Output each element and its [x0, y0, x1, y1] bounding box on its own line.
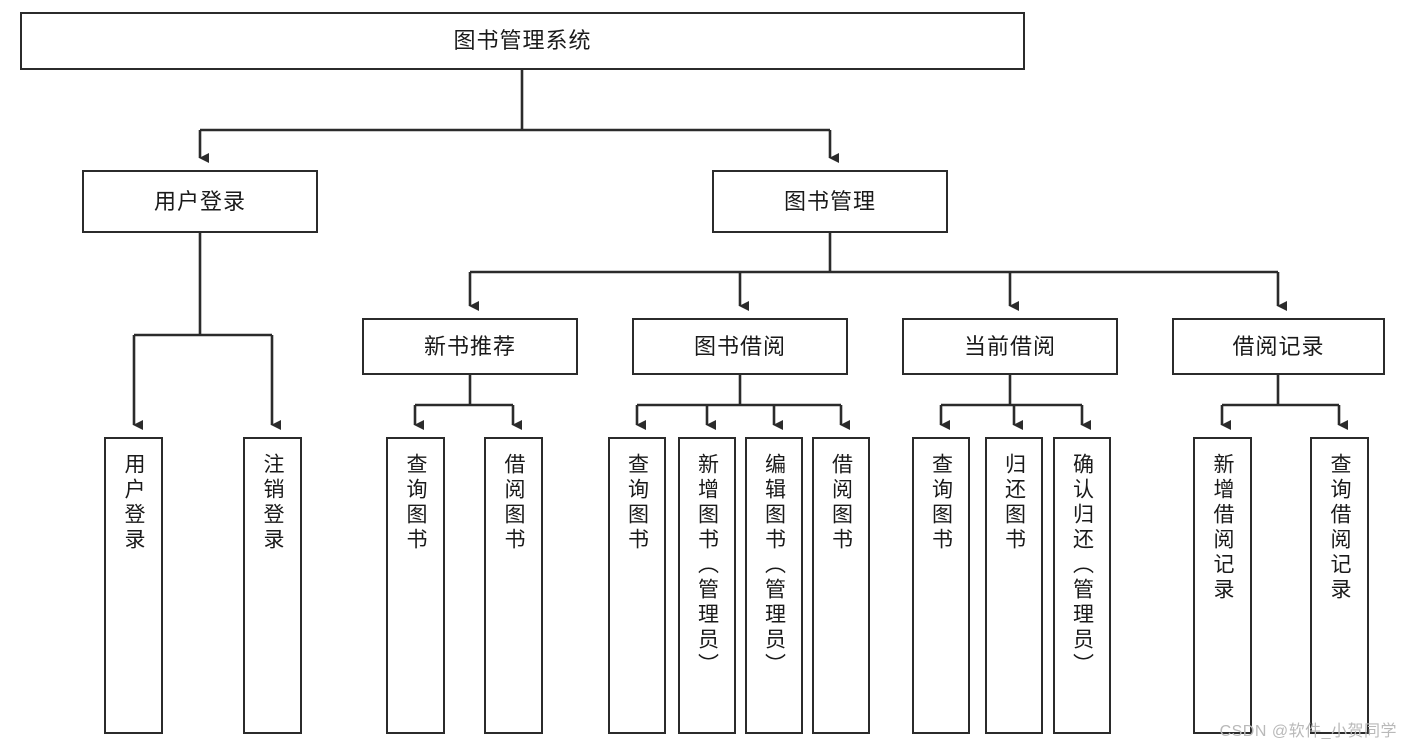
- node-leaf-query-book-2-label: 查询图书: [625, 453, 649, 553]
- node-leaf-borrow-book-2[interactable]: 借阅图书: [812, 437, 870, 734]
- node-root-label: 图书管理系统: [453, 28, 592, 54]
- node-leaf-confirm-return[interactable]: 确认归还（管理员）: [1053, 437, 1111, 734]
- node-book-manage[interactable]: 图书管理: [712, 170, 948, 233]
- node-leaf-confirm-return-label: 确认归还（管理员）: [1070, 453, 1094, 678]
- node-leaf-query-book-1-label: 查询图书: [404, 453, 427, 553]
- node-user-login-label: 用户登录: [153, 188, 246, 214]
- node-root[interactable]: 图书管理系统: [20, 12, 1025, 70]
- node-leaf-add-book-label: 新增图书（管理员）: [695, 453, 719, 678]
- node-leaf-borrow-book-2-label: 借阅图书: [829, 453, 853, 553]
- node-current-borrow-label: 当前借阅: [963, 333, 1056, 359]
- node-leaf-query-record[interactable]: 查询借阅记录: [1310, 437, 1369, 734]
- node-leaf-borrow-book-1-label: 借阅图书: [502, 453, 525, 553]
- watermark-text: CSDN @软件_小贺同学: [1219, 723, 1397, 740]
- node-leaf-return-book-label: 归还图书: [1002, 453, 1026, 553]
- node-book-borrow[interactable]: 图书借阅: [632, 318, 848, 375]
- node-book-manage-label: 图书管理: [783, 188, 876, 214]
- node-new-book-recommend[interactable]: 新书推荐: [362, 318, 578, 375]
- node-leaf-query-book-1[interactable]: 查询图书: [386, 437, 445, 734]
- node-leaf-user-logout-label: 注销登录: [261, 453, 284, 553]
- node-leaf-user-login[interactable]: 用户登录: [104, 437, 163, 734]
- node-user-login[interactable]: 用户登录: [82, 170, 318, 233]
- node-leaf-user-logout[interactable]: 注销登录: [243, 437, 302, 734]
- node-leaf-return-book[interactable]: 归还图书: [985, 437, 1043, 734]
- node-leaf-query-record-label: 查询借阅记录: [1328, 453, 1351, 603]
- node-new-book-recommend-label: 新书推荐: [423, 333, 516, 359]
- node-leaf-user-login-label: 用户登录: [122, 453, 145, 553]
- node-borrow-record-label: 借阅记录: [1232, 333, 1325, 359]
- node-book-borrow-label: 图书借阅: [693, 333, 786, 359]
- node-leaf-edit-book-label: 编辑图书（管理员）: [762, 453, 786, 678]
- node-leaf-query-book-2[interactable]: 查询图书: [608, 437, 666, 734]
- node-leaf-query-book-3[interactable]: 查询图书: [912, 437, 970, 734]
- node-borrow-record[interactable]: 借阅记录: [1172, 318, 1385, 375]
- node-leaf-borrow-book-1[interactable]: 借阅图书: [484, 437, 543, 734]
- node-leaf-edit-book[interactable]: 编辑图书（管理员）: [745, 437, 803, 734]
- node-leaf-query-book-3-label: 查询图书: [929, 453, 953, 553]
- node-current-borrow[interactable]: 当前借阅: [902, 318, 1118, 375]
- node-leaf-add-record[interactable]: 新增借阅记录: [1193, 437, 1252, 734]
- node-leaf-add-book[interactable]: 新增图书（管理员）: [678, 437, 736, 734]
- node-leaf-add-record-label: 新增借阅记录: [1211, 453, 1234, 603]
